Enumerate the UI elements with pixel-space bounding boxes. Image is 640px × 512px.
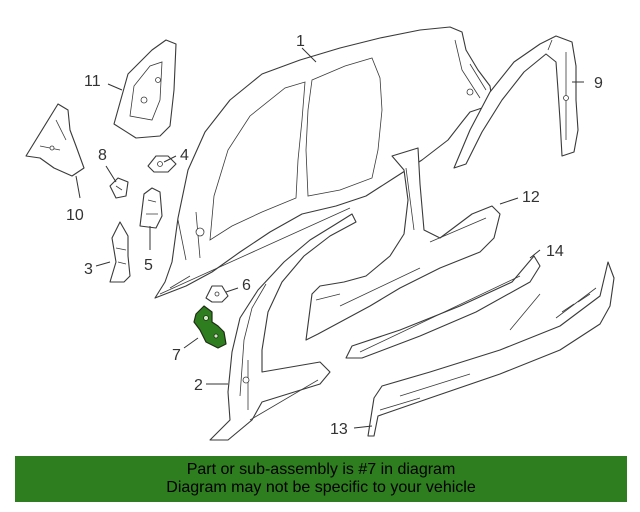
callout-7: 7 — [172, 347, 181, 364]
callout-labels: 1 2 3 4 5 6 7 8 9 10 11 12 13 14 — [66, 33, 603, 438]
callout-6: 6 — [242, 277, 251, 294]
part-1-body-side-frame — [154, 26, 493, 299]
part-14-inner-rocker — [345, 255, 541, 359]
banner-line-1: Part or sub-assembly is #7 in diagram — [186, 461, 456, 478]
callout-5: 5 — [144, 257, 153, 274]
callout-12: 12 — [522, 189, 540, 206]
part-10-bracket — [25, 103, 85, 177]
part-11-inner-panel — [113, 39, 177, 139]
callout-14: 14 — [546, 243, 564, 260]
part-5-bracket — [139, 187, 163, 229]
callout-8: 8 — [98, 147, 107, 164]
leader-lines — [75, 47, 584, 429]
banner-line-2: Diagram may not be specific to your vehi… — [166, 479, 476, 496]
part-9-wheel-arch — [453, 35, 579, 169]
part-3-bracket — [109, 221, 131, 283]
part-6-clip — [205, 285, 229, 303]
parts-diagram: 1 2 3 4 5 6 7 8 9 10 11 12 13 14 — [25, 26, 615, 441]
callout-9: 9 — [594, 75, 603, 92]
callout-3: 3 — [84, 261, 93, 278]
callout-1: 1 — [296, 33, 305, 50]
part-2-front-pillar — [209, 213, 357, 441]
part-12-rear-pillar — [305, 147, 501, 341]
part-13-outer-rocker — [367, 261, 615, 437]
callout-11: 11 — [84, 73, 101, 90]
callout-13: 13 — [330, 421, 348, 438]
part-7-highlighted-bracket — [193, 305, 227, 349]
part-8-small-bracket — [109, 177, 129, 199]
callout-4: 4 — [180, 147, 189, 164]
callout-10: 10 — [66, 207, 84, 224]
callout-2: 2 — [194, 377, 203, 394]
info-banner: Part or sub-assembly is #7 in diagram Di… — [15, 456, 627, 502]
